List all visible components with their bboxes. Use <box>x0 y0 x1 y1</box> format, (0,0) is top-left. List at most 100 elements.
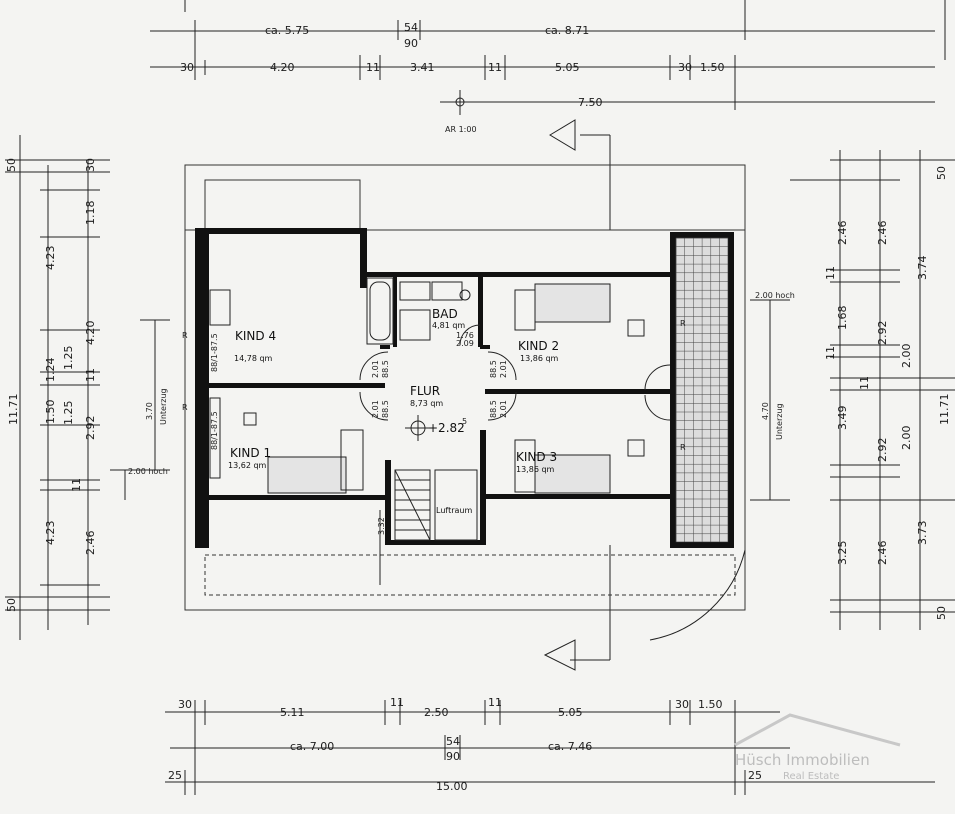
top-dim-r2-3: 3.41 <box>410 61 435 74</box>
left-col2-1: 1.24 <box>44 358 57 383</box>
floor-level: +2.82 <box>428 421 465 435</box>
room-luftraum-name: Luftraum <box>436 506 472 515</box>
top-dim-right: ca. 8.71 <box>545 24 589 37</box>
door-label-6: 88.5 <box>489 400 498 418</box>
door-label-0: 88.5 <box>381 360 390 378</box>
r-mark-3: R <box>680 443 686 452</box>
right-col2-1: 2.92 <box>876 321 889 346</box>
bot-dim-r2-right: ca. 7.46 <box>548 740 592 753</box>
right-col1-5: 11 <box>858 376 871 390</box>
bot-dim-r1-5: 5.05 <box>558 706 583 719</box>
bot-dim-r3-mid: 15.00 <box>436 780 468 793</box>
left-col3-4: 2.46 <box>84 531 97 556</box>
bot-dim-r1-1: 5.11 <box>280 706 305 719</box>
top-dim-r3: 7.50 <box>578 96 603 109</box>
watermark-sub: Real Estate <box>783 771 839 782</box>
room-kind1-area: 13,62 qm <box>228 461 267 470</box>
right-unterzug: Unterzug <box>775 403 784 440</box>
bot-dim-r2-left: ca. 7.00 <box>290 740 334 753</box>
left-unterzug: Unterzug <box>159 388 168 425</box>
bot-dim-r2-mid-bottom: 90 <box>446 750 460 763</box>
floor-level-superscript: 5 <box>462 417 467 426</box>
left-dimension-lines <box>5 135 170 640</box>
section-label: AR 1:00 <box>445 125 477 134</box>
door-label-9: 2.09 <box>456 339 474 348</box>
door-label-3: 2.01 <box>371 400 380 418</box>
top-dim-r2-6: 30 <box>678 61 692 74</box>
right-dim-top: 50 <box>935 166 948 180</box>
furniture <box>209 97 746 671</box>
bot-dim-r1-4: 11 <box>488 696 502 709</box>
bot-dim-r1-3: 2.50 <box>424 706 449 719</box>
left-col3-3: 1.25 <box>62 401 75 426</box>
top-dim-r2-5: 5.05 <box>555 61 580 74</box>
left-dim-bottom: 50 <box>5 598 18 612</box>
top-dim-left: ca. 5.75 <box>265 24 309 37</box>
r-mark-2: R <box>680 319 686 328</box>
room-flur-area: 8,73 qm <box>410 399 443 408</box>
room-kind4-area: 14,78 qm <box>234 354 273 363</box>
room-kind2-area: 13,86 qm <box>520 354 559 363</box>
r-mark-0: R <box>182 331 188 340</box>
walls <box>195 228 734 548</box>
left-col2-2: 1.50 <box>44 400 57 425</box>
right-col2-2: 2.92 <box>876 438 889 463</box>
room-kind1-name: KIND 1 <box>230 446 271 460</box>
window-label-1: 88/1-87.5 <box>210 411 219 450</box>
room-flur-name: FLUR <box>410 384 440 398</box>
watermark-logo <box>734 713 901 747</box>
door-label-1: 2.01 <box>371 360 380 378</box>
door-label-4: 88.5 <box>489 360 498 378</box>
bot-dim-r1-7: 1.50 <box>698 698 723 711</box>
right-col1-6: 3.25 <box>836 541 849 566</box>
top-dim-r2-4: 11 <box>488 61 502 74</box>
right-col2-0: 2.46 <box>876 221 889 246</box>
room-kind3-area: 13,86 qm <box>516 465 555 474</box>
door-label-5: 2.01 <box>499 360 508 378</box>
top-dimension-lines <box>150 0 946 230</box>
left-unterzug-val: 3.70 <box>145 402 154 420</box>
left-col4-3: 11 <box>70 478 83 492</box>
top-dim-mid-bottom: 90 <box>404 37 418 50</box>
right-col1-0: 2.46 <box>836 221 849 246</box>
bottom-dimension-lines <box>165 545 935 795</box>
door-label-2: 88.5 <box>381 400 390 418</box>
right-col1-3: 11 <box>824 346 837 360</box>
right-col1-4: 3.49 <box>836 406 849 431</box>
r-mark-1: R <box>182 403 188 412</box>
bot-dim-r3-right: 25 <box>748 769 762 782</box>
right-col1-1: 11 <box>824 266 837 280</box>
top-dim-r2-1: 4.20 <box>270 61 295 74</box>
bot-dim-r1-0: 30 <box>178 698 192 711</box>
top-dim-r2-7: 1.50 <box>700 61 725 74</box>
room-bad-area: 4,81 qm <box>432 321 465 330</box>
right-note: 2.00 hoch <box>755 291 795 300</box>
bot-dim-r1-2: 11 <box>390 696 404 709</box>
right-dim-outer: 11.71 <box>938 394 951 426</box>
stair-dim: 3.32 <box>377 517 386 535</box>
right-unterzug-val: 4.70 <box>761 402 770 420</box>
left-col4-0: 4.20 <box>84 321 97 346</box>
left-col2-0: 4.23 <box>44 246 57 271</box>
window-label-0: 88/1-87.5 <box>210 333 219 372</box>
top-dim-mid-top: 54 <box>404 21 418 34</box>
left-col3-2: 1.25 <box>62 346 75 371</box>
left-col4-2: 2.92 <box>84 416 97 441</box>
room-kind2-name: KIND 2 <box>518 339 559 353</box>
left-note: 2.00 hoch <box>128 467 168 476</box>
right-dimension-lines <box>750 150 955 630</box>
right-col3-2: 2.00 <box>900 426 913 451</box>
door-label-8: 1.76 <box>456 331 474 340</box>
door-label-7: 2.01 <box>499 400 508 418</box>
left-col4-1: 11 <box>84 368 97 382</box>
left-dim-top: 50 <box>5 158 18 172</box>
left-col2-3: 4.23 <box>44 521 57 546</box>
right-col3-0: 3.74 <box>916 256 929 281</box>
left-dim-outer: 11.71 <box>7 394 20 426</box>
right-dim-bottom: 50 <box>935 606 948 620</box>
right-col1-2: 1.68 <box>836 306 849 331</box>
bot-dim-r3-left: 25 <box>168 769 182 782</box>
watermark-brand: Hüsch Immobilien <box>735 751 870 769</box>
right-col3-3: 3.73 <box>916 521 929 546</box>
